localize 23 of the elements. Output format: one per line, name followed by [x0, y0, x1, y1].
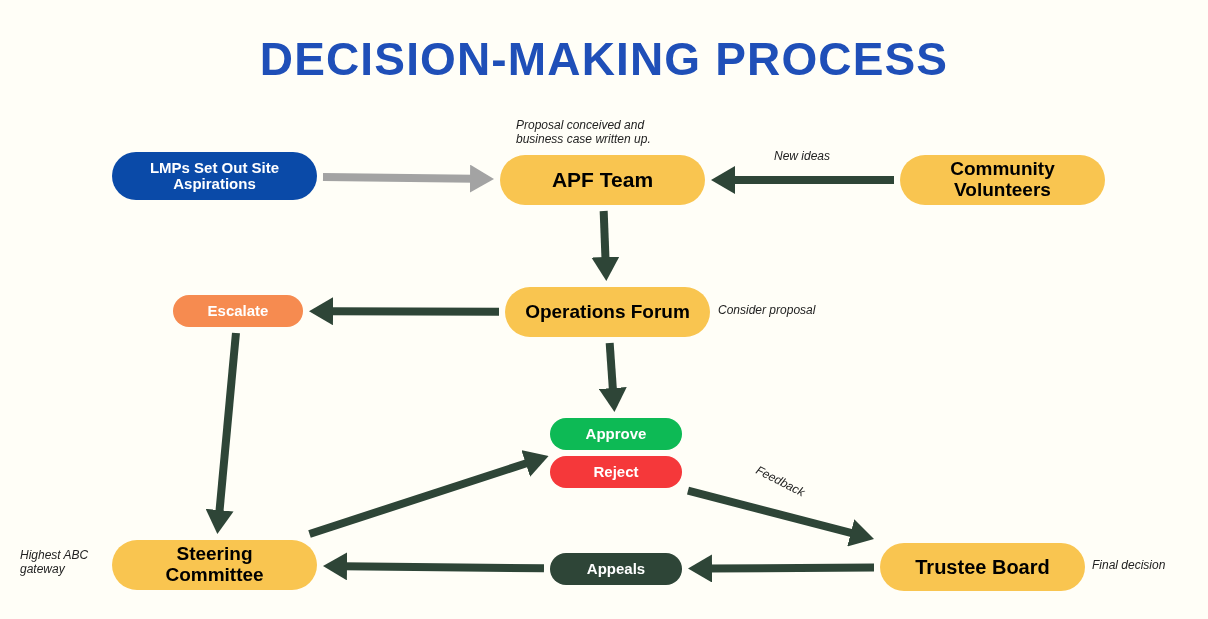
arrow	[205, 332, 240, 534]
process-pill: LMPs Set Out Site Aspirations	[112, 152, 317, 200]
arrow	[687, 486, 874, 547]
title: DECISION-MAKING PROCESS	[258, 36, 950, 82]
node-note: Final decision	[1092, 558, 1167, 573]
arrow	[323, 552, 545, 581]
process-pill: Trustee Board	[880, 543, 1085, 591]
arrow	[322, 164, 494, 193]
node-note: Highest ABC gateway	[20, 548, 90, 577]
process-pill: APF Team	[500, 155, 705, 205]
arrow	[591, 210, 620, 281]
decision-pill: Approve	[550, 418, 682, 450]
node-note: Proposal conceived and business case written up.	[516, 118, 652, 147]
process-pill: Appeals	[550, 553, 682, 585]
process-pill: Operations Forum	[505, 287, 710, 337]
arrow	[598, 342, 627, 412]
arrow	[688, 554, 875, 583]
decision-pill: Reject	[550, 456, 682, 488]
process-pill: Steering Committee	[112, 540, 317, 590]
arrow	[308, 450, 549, 538]
process-pill: Community Volunteers	[900, 155, 1105, 205]
node-note: Consider proposal	[718, 303, 817, 318]
process-pill: Escalate	[173, 295, 303, 327]
